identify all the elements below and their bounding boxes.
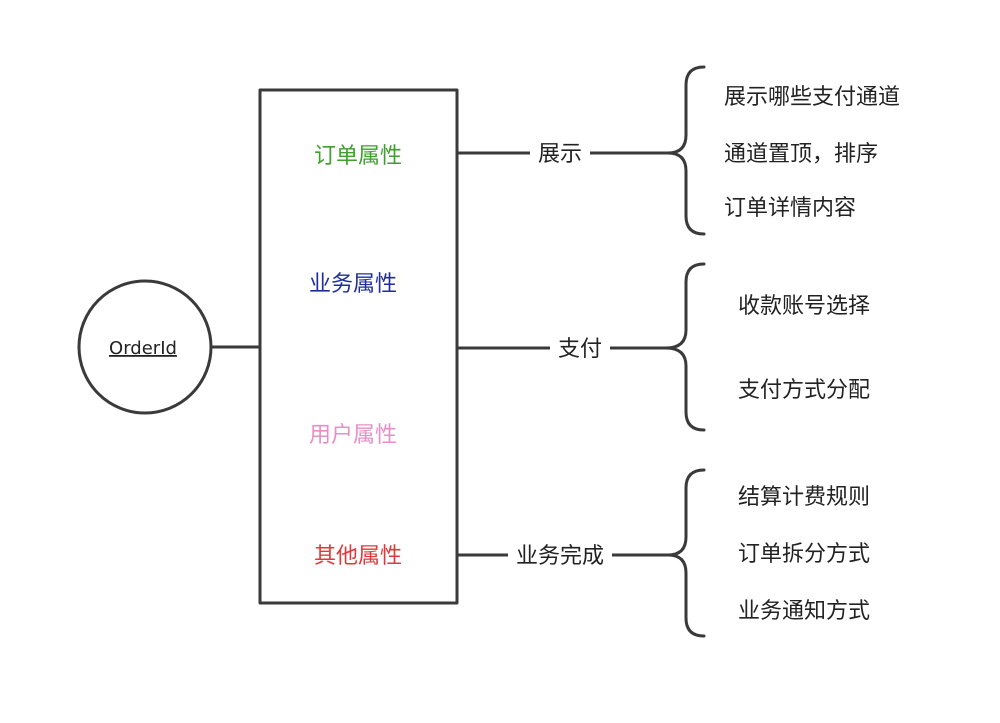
attribute-business: 业务属性: [309, 272, 397, 297]
complete-item-1: 结算计费规则: [738, 485, 870, 510]
display-item-2: 通道置顶，排序: [724, 142, 878, 167]
complete-item-2: 订单拆分方式: [738, 542, 870, 567]
brace-payment: [664, 262, 706, 432]
display-item-3: 订单详情内容: [724, 196, 856, 221]
attribute-order: 订单属性: [314, 144, 402, 169]
edge-label-payment: 支付: [558, 337, 602, 362]
payment-item-1: 收款账号选择: [738, 294, 870, 319]
order-id-label: OrderId: [109, 338, 177, 359]
payment-item-2: 支付方式分配: [738, 378, 870, 403]
brace-complete: [666, 468, 706, 638]
display-item-1: 展示哪些支付通道: [724, 85, 900, 110]
brace-display: [666, 65, 706, 236]
edge-label-complete: 业务完成: [516, 544, 604, 569]
complete-item-3: 业务通知方式: [738, 599, 870, 624]
attribute-user: 用户属性: [309, 423, 397, 448]
edge-label-display: 展示: [538, 142, 582, 167]
attribute-other: 其他属性: [314, 544, 402, 569]
